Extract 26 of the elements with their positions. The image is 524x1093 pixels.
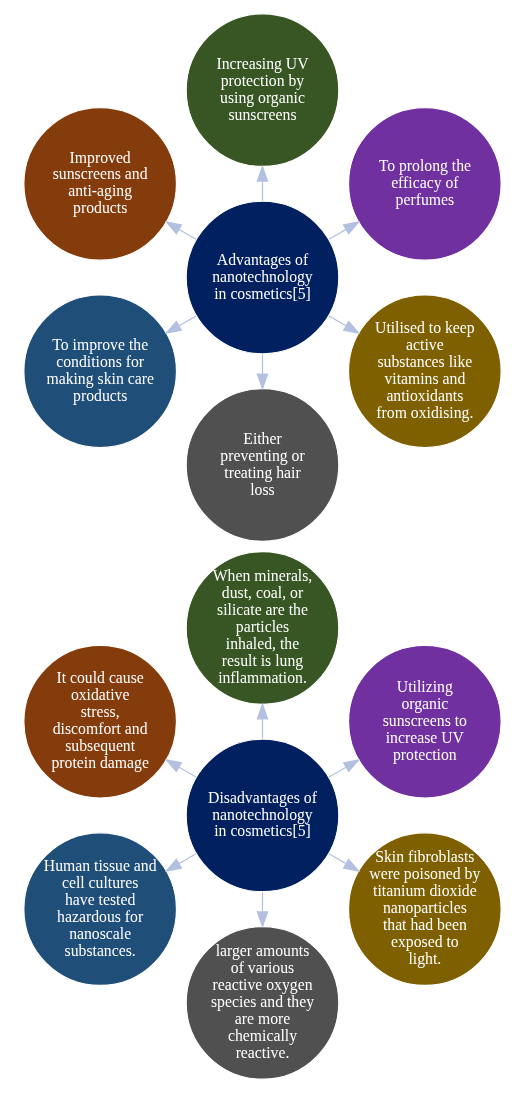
node-circle: Utilised to keep active substances like vitamins and antioxidants from oxidising.: [347, 294, 502, 449]
node-circle: Improved sunscreens and anti-aging products: [22, 106, 177, 261]
node-circle: Either preventing or treating hair loss: [185, 388, 339, 542]
arrow: [164, 758, 197, 778]
node-circle: Human tissue and cell cultures have tested hazardous for nanoscale substances.: [22, 832, 177, 987]
arrow: [256, 891, 268, 929]
arrow: [256, 164, 268, 202]
node-circle: larger amounts of various reactive oxygen species and they are more chemically reactive.: [185, 925, 339, 1080]
arrow: [327, 221, 360, 240]
node-circle: Skin fibroblasts were poisoned by titanium dioxide nanoparticles that had been exposed to light.: [347, 832, 502, 987]
arrow: [256, 702, 268, 740]
arrow: [164, 221, 197, 240]
arrow: [327, 315, 360, 335]
arrow: [327, 853, 360, 872]
node-circle: To improve the conditions for making skin care products: [22, 294, 177, 449]
node-circle: Utilizing organic sunscreens to increase UV protection: [347, 644, 502, 799]
node-circle: Increasing UV protection by using organic sunscreens: [185, 13, 339, 168]
arrow: [256, 353, 268, 391]
node-circle: Advantages of nanotechnology in cosmetics[5]: [185, 200, 339, 355]
arrow: [164, 853, 197, 872]
node-circle: To prolong the efficacy of perfumes: [347, 106, 502, 261]
node-circle: When minerals, dust, coal, or silicate are the particles inhaled, the result is lung inflammation.: [185, 551, 339, 705]
node-circle: It could cause oxidative stress, discomfort and subsequent protein damage: [22, 644, 177, 799]
arrow: [327, 758, 360, 778]
arrow: [164, 315, 197, 335]
node-circle: Disadvantages of nanotechnology in cosmetics[5]: [185, 738, 339, 893]
